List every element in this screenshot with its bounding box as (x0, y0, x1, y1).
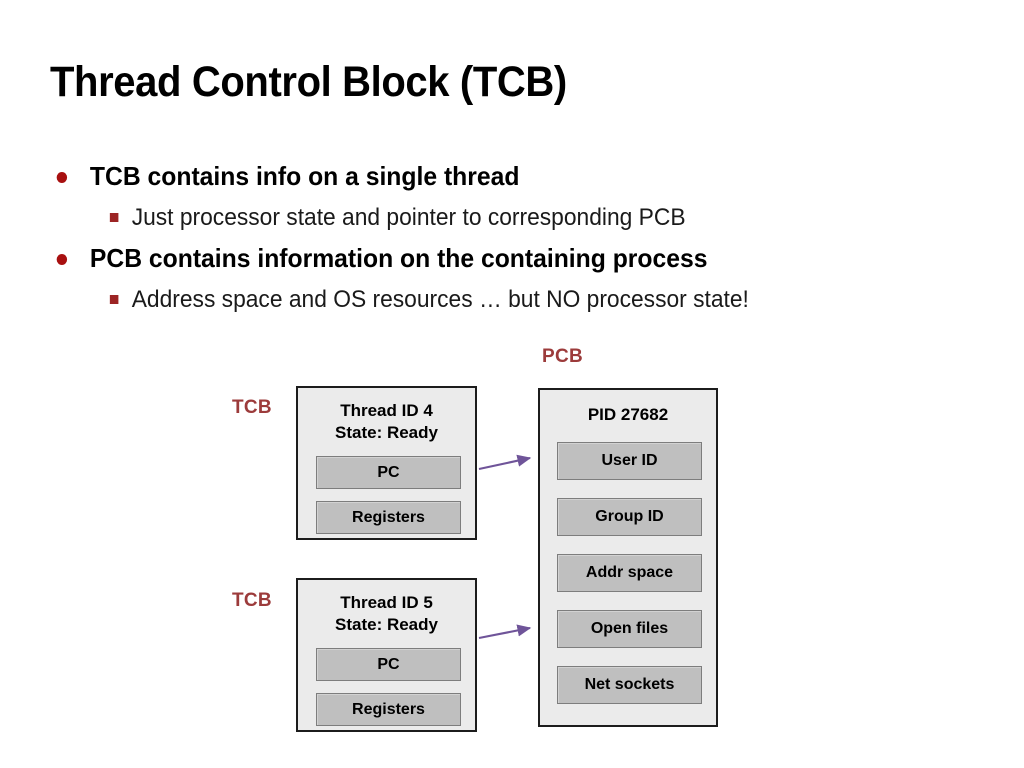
bullet-list: TCB contains info on a single thread Jus… (50, 156, 930, 320)
pcb-field-addr-space: Addr space (557, 554, 702, 592)
pcb-field-open-files: Open files (557, 610, 702, 648)
arrow-tcb1-to-pcb (478, 454, 532, 471)
bullet-dot-icon (56, 172, 68, 183)
bullet-square-icon (109, 213, 119, 222)
pcb-field-user-id: User ID (557, 442, 702, 480)
bullet-text: TCB contains info on a single thread (89, 161, 520, 191)
tcb-caption-label-1: TCB (232, 397, 272, 418)
bullet-item-level2: Just processor state and pointer to corr… (50, 197, 886, 238)
bullet-item-level1: PCB contains information on the containi… (50, 238, 886, 279)
bullet-square-icon (109, 295, 119, 304)
pcb-block: PID 27682 User ID Group ID Addr space Op… (538, 388, 718, 727)
tcb-block-2-field-pc: PC (316, 648, 461, 681)
bullet-item-level2: Address space and OS resources … but NO … (50, 279, 886, 320)
tcb-block-2-field-registers: Registers (316, 693, 461, 726)
bullet-text: PCB contains information on the containi… (89, 243, 708, 273)
tcb-block-1-header-line2: State: Ready (335, 423, 438, 442)
tcb-block-1-field-pc: PC (316, 456, 461, 489)
tcb-block-1: Thread ID 4 State: Ready PC Registers (296, 386, 477, 540)
tcb-block-2-header-line1: Thread ID 5 (340, 593, 433, 612)
arrow-layer (478, 454, 532, 640)
bullet-item-level1: TCB contains info on a single thread (50, 156, 886, 197)
bullet-text: Address space and OS resources … but NO … (131, 286, 749, 313)
pcb-field-net-sockets: Net sockets (557, 666, 702, 704)
pcb-caption-label: PCB (542, 346, 584, 367)
tcb-block-1-field-registers: Registers (316, 501, 461, 534)
tcb-block-1-header-line1: Thread ID 4 (340, 401, 433, 420)
pcb-field-group-id: Group ID (557, 498, 702, 536)
tcb-block-2-header-line2: State: Ready (335, 615, 438, 634)
tcb-block-2: Thread ID 5 State: Ready PC Registers (296, 578, 477, 732)
tcb-caption-label-2: TCB (232, 590, 272, 611)
diagram: PCB TCB TCB Thread ID 4 State: Ready PC … (0, 330, 1024, 768)
bullet-text: Just processor state and pointer to corr… (131, 204, 686, 231)
bullet-dot-icon (56, 254, 68, 265)
pcb-block-header: PID 27682 (587, 405, 669, 424)
arrow-tcb2-to-pcb (478, 624, 532, 640)
page-title: Thread Control Block (TCB) (50, 58, 567, 106)
